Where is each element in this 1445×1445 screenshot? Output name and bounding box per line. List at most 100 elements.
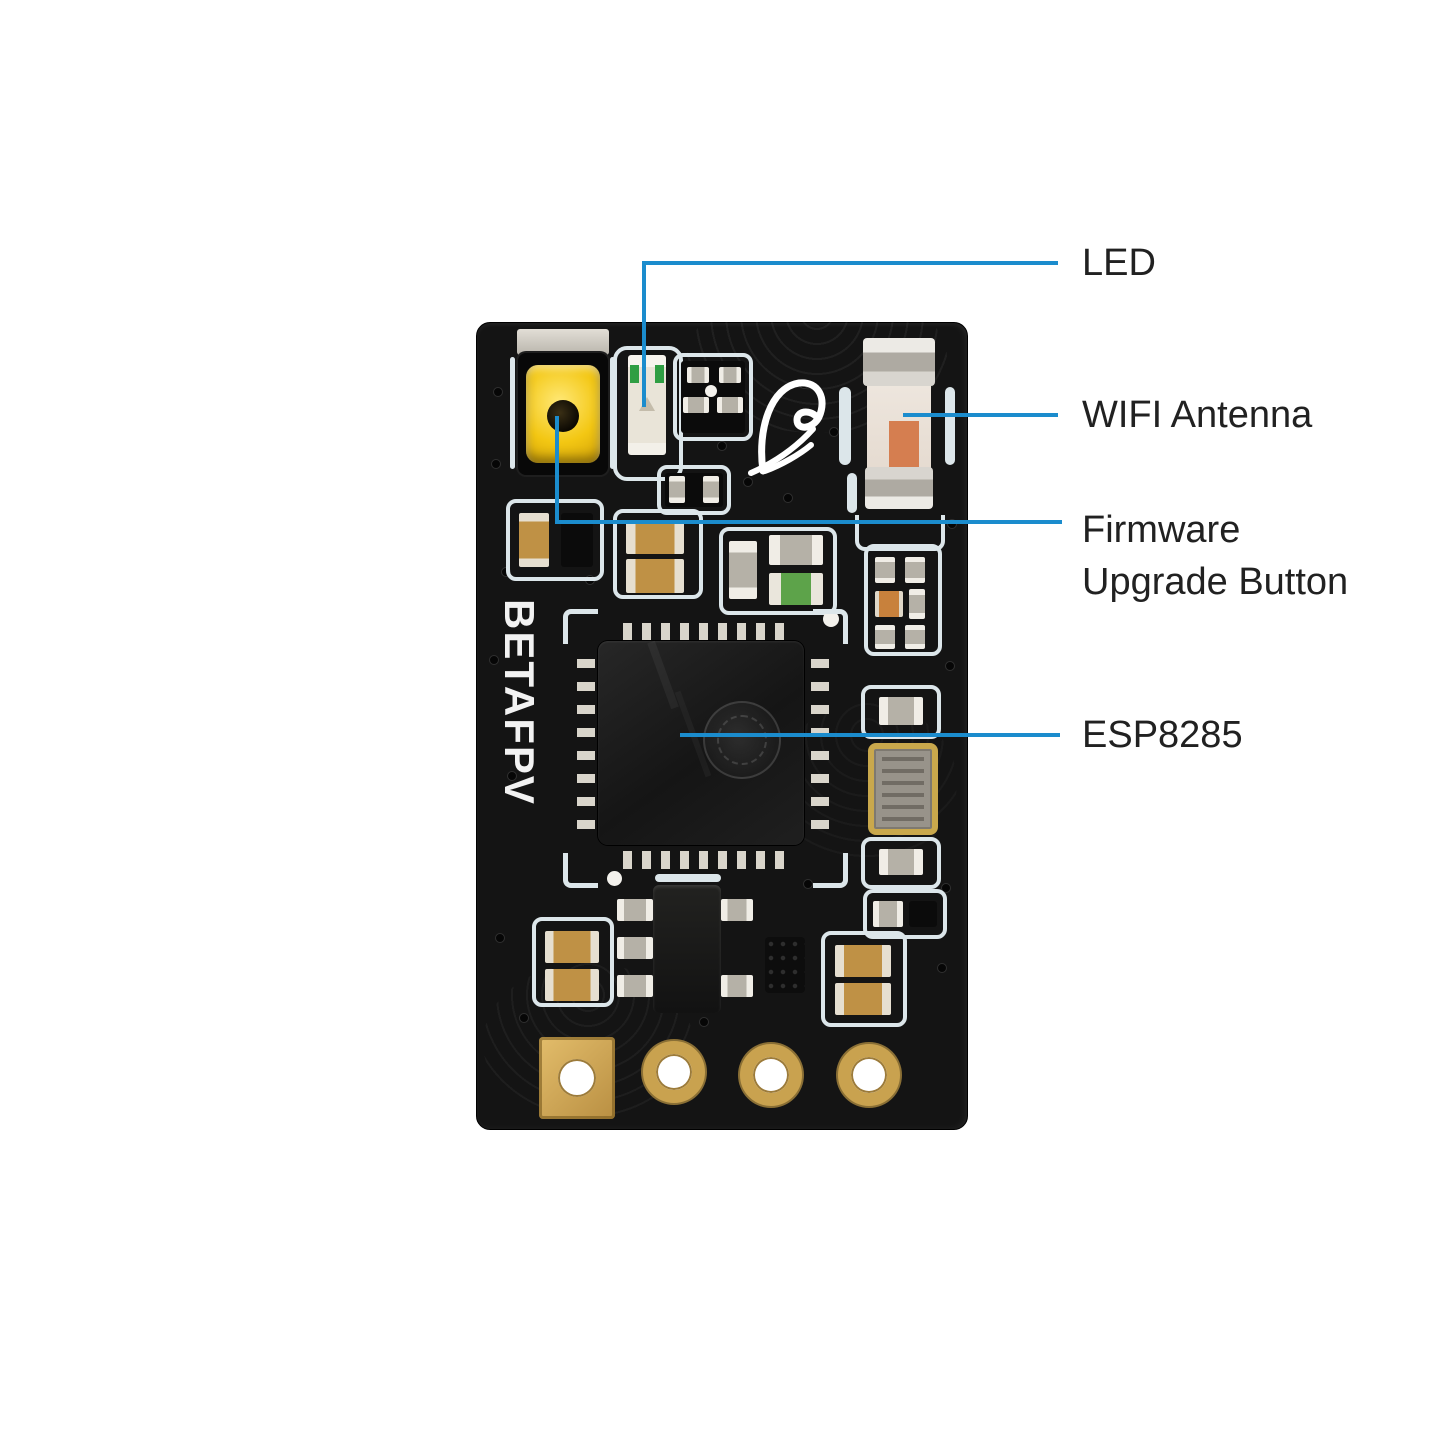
mounting-hole <box>740 1044 802 1106</box>
crystal-oscillator <box>868 743 938 835</box>
firmware-upgrade-button <box>526 365 600 463</box>
silkscreen-bar <box>847 473 857 513</box>
smd-capacitor <box>729 541 757 599</box>
smd-capacitor <box>835 945 891 977</box>
smd-capacitor <box>905 557 925 583</box>
wifi-antenna-label: WIFI Antenna <box>1082 394 1313 436</box>
via-dot <box>743 477 753 487</box>
smd-capacitor <box>909 589 925 619</box>
esp8285-label: ESP8285 <box>1082 714 1243 756</box>
mounting-hole <box>558 1059 596 1097</box>
firmware-upgrade-button-label: Firmware Upgrade Button <box>1082 504 1348 608</box>
esp8285-chip <box>598 640 804 845</box>
smd-capacitor <box>683 397 709 413</box>
chip-corner-bracket <box>813 853 848 888</box>
smd-capacitor <box>687 367 709 383</box>
smd-capacitor <box>626 559 684 593</box>
firmware-label-line2: Upgrade Button <box>1082 561 1349 603</box>
regulator-pad <box>617 975 653 997</box>
firmware-label-line1: Firmware <box>1082 509 1241 551</box>
pcb-board: BETAFPV <box>476 283 968 1130</box>
smd-capacitor <box>905 625 925 649</box>
chip-logo-inner <box>717 715 767 765</box>
chip-pins-bottom <box>623 851 785 869</box>
component-group-outline <box>864 544 942 656</box>
via-dot <box>947 519 957 529</box>
test-pad-block <box>765 937 805 993</box>
silkscreen-dot <box>607 871 622 886</box>
firmware-upgrade-button-bezel <box>518 353 608 475</box>
silkscreen-dot <box>705 385 717 397</box>
via-dot <box>491 459 501 469</box>
regulator-pad <box>721 975 753 997</box>
mounting-pad-square <box>539 1037 615 1119</box>
silkscreen-bar <box>839 387 851 465</box>
component-group-outline <box>532 917 614 1007</box>
via-dot <box>699 1017 709 1027</box>
smd-component-green <box>769 573 823 605</box>
via-dot <box>493 387 503 397</box>
led-component <box>628 355 666 455</box>
via-dot <box>489 655 499 665</box>
regulator-pad <box>617 937 653 959</box>
silkscreen-bar <box>510 357 515 469</box>
smd-capacitor <box>703 476 719 503</box>
wifi-antenna-top-cap <box>863 338 935 386</box>
component-group-outline <box>719 527 837 615</box>
component-group-outline <box>861 685 941 739</box>
led-green-mark <box>630 365 639 383</box>
bird-logo-icon <box>748 379 826 476</box>
silkscreen-dot <box>823 611 839 627</box>
via-dot <box>519 1013 529 1023</box>
via-dot <box>941 883 951 893</box>
via-dot <box>829 427 839 437</box>
smd-capacitor-orange <box>875 591 903 617</box>
wifi-antenna-callout-line <box>903 413 1058 417</box>
betafpv-logo-text: BETAFPV <box>496 599 543 806</box>
smd-capacitor <box>769 535 823 565</box>
smd-capacitor <box>519 513 549 567</box>
via-dot <box>507 771 517 781</box>
via-dot <box>783 493 793 503</box>
esp8285-callout-line <box>680 733 1060 737</box>
smd-capacitor <box>545 931 599 963</box>
regulator-pad <box>617 899 653 921</box>
via-dot <box>937 963 947 973</box>
component-group-outline <box>821 931 907 1027</box>
smd-capacitor <box>545 969 599 1001</box>
button-center-hole <box>547 400 579 432</box>
silkscreen-bracket <box>855 515 945 551</box>
via-dot <box>803 879 813 889</box>
via-dot <box>495 933 505 943</box>
wifi-antenna-orange-mark <box>889 421 919 471</box>
via-dot <box>945 661 955 671</box>
smd-capacitor <box>626 520 684 554</box>
chip-pins-left <box>577 659 595 831</box>
led-callout-line-horizontal <box>642 261 1058 265</box>
voltage-regulator <box>653 885 721 1013</box>
silkscreen-bar <box>610 357 615 469</box>
smd-capacitor <box>873 901 903 927</box>
firmware-button-callout-line-vertical <box>555 416 559 524</box>
wifi-antenna-bottom-cap <box>865 467 933 509</box>
led-label: LED <box>1082 242 1156 284</box>
component-pad-field <box>909 901 937 927</box>
component-group-outline <box>861 837 941 889</box>
chip-corner-bracket <box>813 609 848 644</box>
smd-capacitor <box>879 849 923 875</box>
component-group-outline <box>613 509 703 599</box>
led-callout-line-vertical <box>642 261 646 407</box>
chip-marking <box>647 640 679 710</box>
firmware-button-callout-line-horizontal <box>555 520 1062 524</box>
edge-connector-strip <box>517 329 609 355</box>
smd-capacitor <box>717 397 743 413</box>
smd-capacitor <box>875 625 895 649</box>
smd-capacitor <box>835 983 891 1015</box>
smd-capacitor <box>875 557 895 583</box>
regulator-pad <box>721 899 753 921</box>
crystal-marking <box>882 757 924 821</box>
smd-capacitor <box>669 476 685 503</box>
component-group-outline <box>673 353 753 441</box>
chip-pins-right <box>811 659 829 831</box>
